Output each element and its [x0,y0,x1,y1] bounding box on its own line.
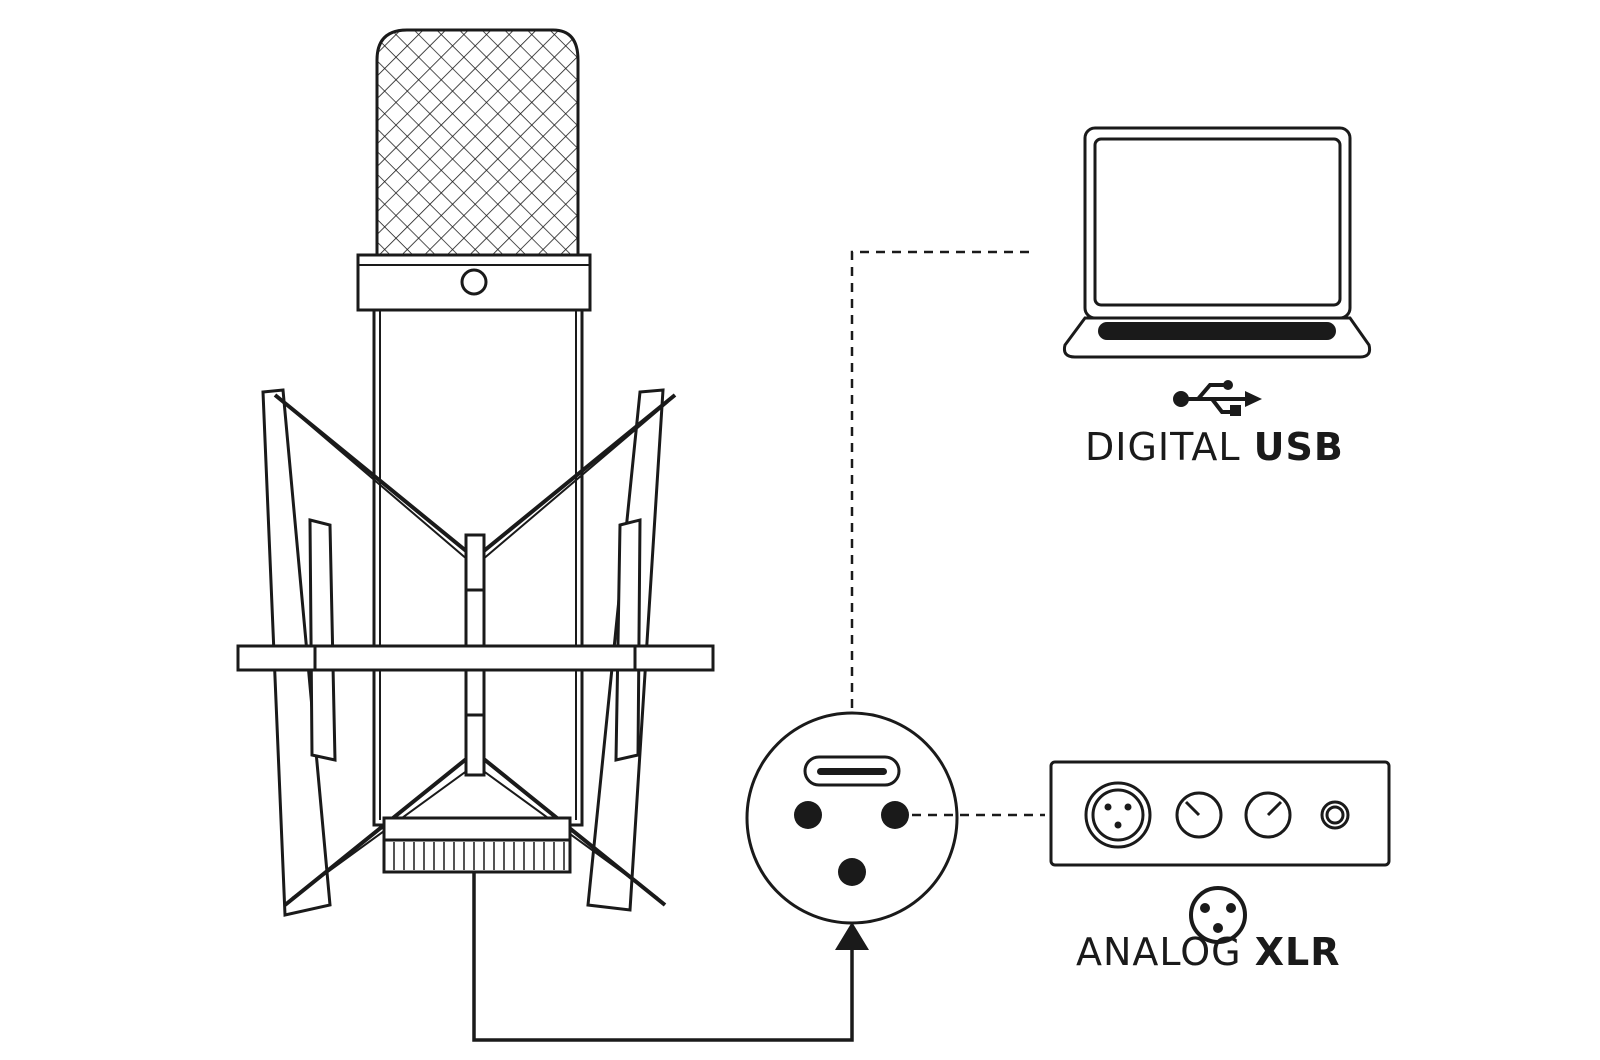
mic-output-connector [745,711,959,925]
analog-xlr-label-prefix: ANALOG [1076,930,1242,974]
mic-front-dot [460,268,488,296]
usb-icon [1173,380,1262,416]
microphone-icon [236,28,715,917]
xlr-connector-icon [1189,886,1247,944]
audio-interface-icon [1049,760,1391,867]
interface-xlr-input [1084,781,1152,849]
xlr-pin [794,801,822,829]
arrow-head [835,922,869,950]
xlr-pin [881,801,909,829]
headphone-jack [1320,800,1350,830]
mic-base [382,816,572,842]
digital-usb-label-bold: USB [1253,425,1344,469]
digital-usb-label-prefix: DIGITAL [1085,425,1241,469]
analog-xlr-label: ANALOG XLR [1076,930,1340,974]
mic-cable [472,872,854,1042]
gain-knob [1175,791,1223,839]
usb-dashed-link [850,250,1035,708]
analog-xlr-label-bold: XLR [1254,930,1341,974]
xlr-pin [838,858,866,886]
laptop-icon [1063,126,1372,359]
mic-grille [375,28,580,257]
volume-knob [1244,791,1292,839]
digital-usb-label: DIGITAL USB [1085,425,1344,469]
